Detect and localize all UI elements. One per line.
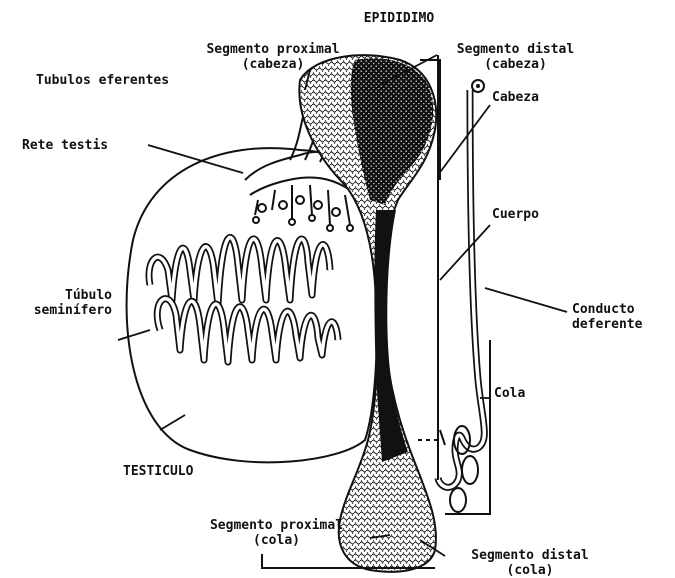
label-line: (cabeza) [183, 57, 363, 72]
diagram-title: EPIDIDIMO [344, 11, 454, 26]
label-line: Segmento distal [450, 548, 610, 563]
label-tubulos-eferentes: Tubulos eferentes [36, 73, 169, 88]
label-line: Túbulo [4, 288, 112, 303]
label-segmento-distal-cola: Segmento distal (cola) [450, 548, 610, 578]
label-line: (cola) [184, 533, 369, 548]
label-cuerpo: Cuerpo [492, 207, 539, 222]
label-cabeza: Cabeza [492, 90, 539, 105]
label-line: (cola) [450, 563, 610, 578]
label-testiculo: TESTICULO [123, 464, 193, 479]
label-line: Segmento proximal [184, 518, 369, 533]
label-rete-testis: Rete testis [22, 138, 108, 153]
label-line: Conducto [572, 302, 642, 317]
label-conducto-deferente: Conducto deferente [572, 302, 642, 332]
label-cola: Cola [494, 386, 525, 401]
label-line: deferente [572, 317, 642, 332]
epididymis-body-dark [374, 210, 408, 462]
vas-deferens [438, 90, 484, 487]
label-line: seminífero [4, 303, 112, 318]
label-segmento-proximal-cola: Segmento proximal (cola) [184, 518, 369, 548]
testicle-outline [127, 148, 378, 462]
label-line: Segmento distal [433, 42, 598, 57]
label-line: (cabeza) [433, 57, 598, 72]
label-tubulo-seminifero: Túbulo seminífero [4, 288, 112, 318]
label-segmento-distal-cabeza: Segmento distal (cabeza) [433, 42, 598, 72]
label-line: Segmento proximal [183, 42, 363, 57]
label-segmento-proximal-cabeza: Segmento proximal (cabeza) [183, 42, 363, 72]
